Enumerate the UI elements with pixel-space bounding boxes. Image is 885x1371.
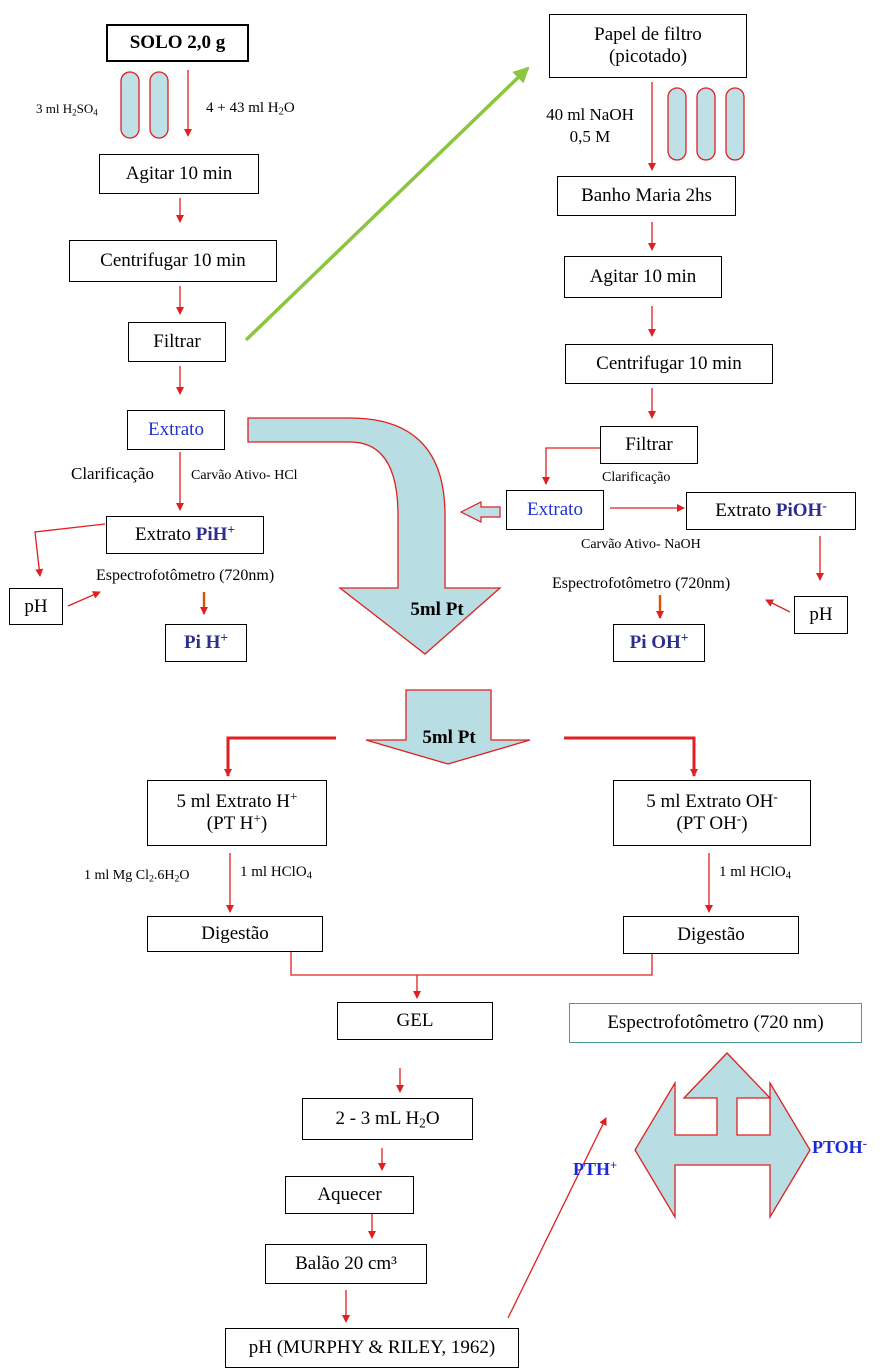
filtrar-box-right: Filtrar [600,426,698,464]
green-transfer-arrow [244,66,530,342]
mgcl-reagent-label: 1 ml Mg Cl2.6H2O [84,868,190,885]
solo-label: SOLO 2,0 g [129,32,226,54]
agitar-box: Agitar 10 min [99,154,259,194]
water-reagent-label: 4 + 43 ml H2O [206,100,295,118]
balao-box: Balão 20 cm³ [265,1244,427,1284]
ph-box-right: pH [794,596,848,634]
solo-box: SOLO 2,0 g [106,24,249,62]
pt-label-down: 5ml Pt [422,727,476,748]
centrifugar-box-right: Centrifugar 10 min [565,344,773,384]
agitar-box-right: Agitar 10 min [564,256,722,298]
test-tube [696,87,716,161]
flow-arrow [507,1117,607,1319]
espectro-label-left: Espectrofotômetro (720nm) [96,567,275,584]
papel-filtro-box: Papel de filtro (picotado) [549,14,747,78]
carvao-hcl-label: Carvão Ativo- HCl [191,468,298,483]
hclo4-right-label: 1 ml HClO4 [719,864,791,882]
espectro-label-right: Espectrofotômetro (720nm) [552,575,731,592]
acid-reagent-label: 3 ml H2SO4 [36,101,98,118]
digestao-box-left: Digestão [147,916,323,952]
extrato-box: Extrato [127,410,225,450]
filtrar-box: Filtrar [128,322,226,362]
extrato-h-box: 5 ml Extrato H+ (PT H+) [147,780,327,846]
ptoh-label: PTOH- [812,1136,867,1157]
aquecer-box: Aquecer [285,1176,414,1214]
digestao-box-right: Digestão [623,916,799,954]
extrato-pioh-box: Extrato PiOH- [686,492,856,530]
test-tube [120,71,140,139]
ph-box-left: pH [9,588,63,625]
three-way-block-arrow [634,1052,811,1220]
clarificacao-label: Clarificação [71,464,155,483]
flow-arrow [224,736,336,777]
water-box: 2 - 3 mL H2O [302,1098,473,1140]
test-tube [725,87,745,161]
centrifugar-box: Centrifugar 10 min [69,240,277,282]
gel-box: GEL [337,1002,493,1040]
flow-arrow [67,591,101,607]
test-tube [667,87,687,161]
pih-result-box: Pi H+ [165,624,247,662]
pt-label-curved: 5ml Pt [410,599,464,620]
flow-arrow [34,523,106,577]
hclo4-left-label: 1 ml HClO4 [240,864,312,882]
clarificacao-label-right: Clarificação [602,470,671,485]
test-tube [149,71,169,139]
extrato-box-right: Extrato [506,490,604,530]
flow-arrow [564,736,698,777]
small-left-block-arrow [459,501,501,523]
carvao-naoh-label: Carvão Ativo- NaOH [581,537,701,552]
ph-reference-box: pH (MURPHY & RILEY, 1962) [225,1328,519,1368]
extrato-oh-box: 5 ml Extrato OH- (PT OH-) [613,780,811,846]
naoh-label: 40 ml NaOH 0,5 M [546,105,634,147]
extrato-pih-box: Extrato PiH+ [106,516,264,554]
merge-line [290,946,653,976]
espectro-box-bottom: Espectrofotômetro (720 nm) [569,1003,862,1043]
pth-label: PTH+ [573,1158,618,1179]
flow-arrow [542,447,600,485]
down-block-arrow [365,689,531,765]
banho-box: Banho Maria 2hs [557,176,736,216]
curved-block-arrow [247,417,502,655]
flow-arrow [765,599,791,613]
pioh-result-box: Pi OH+ [613,624,705,662]
